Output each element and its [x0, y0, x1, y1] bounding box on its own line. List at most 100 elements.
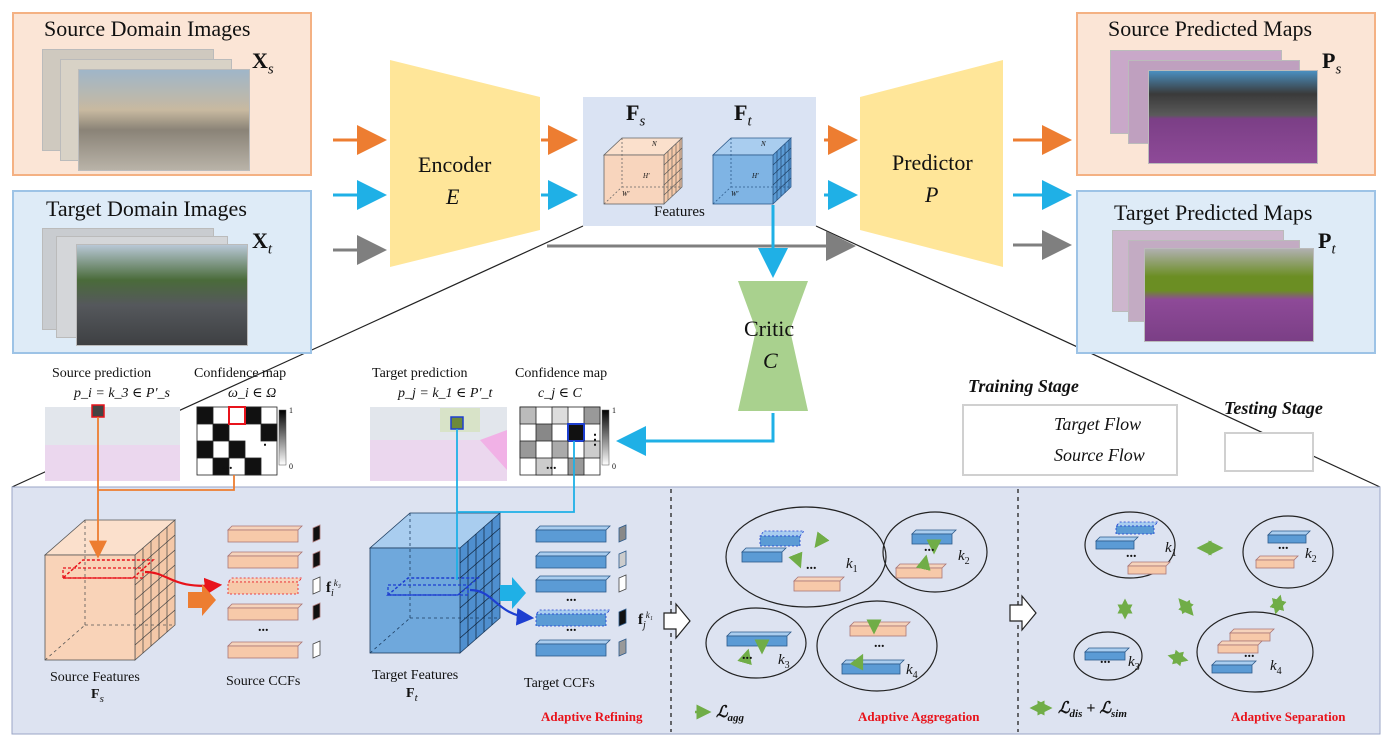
adaptive-separation-label: Adaptive Separation	[1231, 709, 1346, 724]
source-grid-vdots: ⋮	[258, 433, 272, 448]
target-maps-symbol: Pt	[1318, 228, 1336, 258]
source-ccfs	[227, 524, 321, 659]
agg-ellipsis-4: ...	[874, 636, 885, 651]
target-colorbar-bottom: 0	[612, 462, 616, 471]
critic-symbol: C	[763, 348, 778, 373]
loss-agg: ℒagg	[716, 704, 745, 725]
legend-training-box	[962, 404, 1178, 476]
source-red-curve	[144, 570, 223, 596]
predictor-label: Predictor	[892, 150, 973, 175]
agg-ellipsis-2: ...	[924, 540, 935, 555]
source-ccfs-ellipsis: ...	[258, 620, 269, 635]
target-images-symbol: Xt	[252, 228, 273, 258]
target-ccfs-label: Target CCFs	[524, 676, 595, 691]
legend-target-flow: Target Flow	[1054, 414, 1142, 434]
agg-k3: k3	[778, 652, 790, 671]
sep-k2: k2	[1305, 546, 1317, 565]
target-ccfs-ellipsis-2: ...	[566, 620, 577, 635]
ft-cube-w: W'	[731, 190, 739, 198]
source-fat-arrow	[188, 584, 216, 616]
agg-k4: k4	[906, 662, 918, 681]
adaptive-refining-label: Adaptive Refining	[541, 709, 643, 724]
target-fat-arrow	[500, 577, 526, 609]
separation-green-arrows	[1117, 540, 1287, 667]
target-confidence-label: Confidence map	[515, 366, 608, 381]
ft-label: Ft	[734, 100, 752, 130]
target-maps-title: Target Predicted Maps	[1114, 200, 1313, 225]
source-grid-ellipsis: ...	[222, 458, 233, 473]
adaptive-aggregation-label: Adaptive Aggregation	[858, 709, 980, 724]
encoder-label: Encoder	[418, 152, 492, 177]
agg-ellipsis-1: ...	[806, 558, 817, 573]
target-conf-to-cube	[457, 441, 575, 513]
source-colorbar-top: 1	[289, 406, 293, 415]
target-colorbar-top: 1	[612, 406, 616, 415]
agg-k1: k1	[846, 556, 858, 575]
source-images-panel: Source Domain Images Xs	[12, 12, 312, 176]
target-ccf-symbol: fjk₁	[638, 610, 653, 631]
agg-ellipsis-3: ...	[742, 648, 753, 663]
target-colorbar	[601, 409, 610, 466]
source-feature-cube	[43, 519, 177, 661]
target-feature-cube	[368, 512, 502, 654]
encoder-shape	[390, 60, 540, 267]
source-prediction-label: Source prediction	[52, 366, 152, 381]
fs-label: Fs	[626, 100, 646, 130]
ft-cube-n: N	[761, 140, 766, 148]
fs-cube-h: H'	[643, 172, 650, 180]
fs-cube-w: W'	[622, 190, 630, 198]
source-maps-symbol: Ps	[1322, 48, 1342, 78]
sep-ellipsis-3: ...	[1100, 652, 1111, 667]
target-maps-panel: Target Predicted Maps Pt	[1076, 190, 1376, 354]
target-grid-vdots: ⋮	[588, 433, 602, 448]
target-prediction-image	[370, 407, 507, 481]
source-ccfs-label: Source CCFs	[226, 674, 301, 689]
ft-cube	[711, 137, 793, 205]
sep-k1: k1	[1165, 540, 1177, 559]
source-features-symbol: Fs	[91, 687, 104, 705]
sep-k3: k3	[1128, 654, 1140, 673]
encoder-symbol: E	[446, 184, 460, 209]
aggregation-green-arrows	[737, 531, 942, 671]
source-confidence-grid	[196, 406, 278, 476]
source-features-label: Source Features	[50, 670, 140, 685]
source-maps-panel: Source Predicted Maps Ps	[1076, 12, 1376, 176]
legend-training-stage: Training Stage	[968, 376, 1079, 396]
source-images-title: Source Domain Images	[44, 16, 251, 41]
features-label: Features	[654, 204, 705, 220]
loss-sep: ℒdis + ℒsim	[1058, 700, 1127, 721]
source-images-symbol: Xs	[252, 48, 274, 78]
target-ccfs-ellipsis-1: ...	[566, 590, 577, 605]
hollow-arrow-2	[1009, 594, 1037, 632]
aggregation-clusters	[705, 506, 988, 692]
predictor-shape	[860, 60, 1003, 267]
target-blue-curve	[469, 588, 535, 626]
sep-ellipsis-4: ...	[1244, 646, 1255, 661]
bottom-panel	[11, 486, 1381, 735]
target-prediction-label: Target prediction	[372, 366, 468, 381]
legend-testing-stage: Testing Stage	[1224, 398, 1323, 418]
source-ccf-symbol: fik₃	[326, 578, 341, 599]
target-images-title: Target Domain Images	[46, 196, 247, 221]
separation-features	[1084, 521, 1311, 674]
ft-cube-h: H'	[752, 172, 759, 180]
source-colorbar	[278, 409, 287, 466]
fs-cube	[602, 137, 684, 205]
agg-k2: k2	[958, 548, 970, 567]
sep-ellipsis-2: ...	[1278, 538, 1289, 553]
target-confidence-eq: c_j ∈ C	[538, 386, 582, 401]
source-prediction-eq: p_i = k_3 ∈ P'_s	[74, 386, 170, 401]
critic-to-confidence	[616, 413, 775, 456]
fs-cube-n: N	[652, 140, 657, 148]
source-confidence-eq: ω_i ∈ Ω	[228, 386, 277, 401]
target-confidence-grid	[519, 406, 601, 476]
target-grid-ellipsis: ...	[546, 458, 557, 473]
source-prediction-image	[45, 404, 180, 481]
critic-label: Critic	[744, 316, 795, 341]
legend-testing-box	[1224, 432, 1314, 472]
source-confidence-label: Confidence map	[194, 366, 287, 381]
source-maps-title: Source Predicted Maps	[1108, 16, 1313, 41]
sep-k4: k4	[1270, 658, 1282, 677]
target-prediction-eq: p_j = k_1 ∈ P'_t	[398, 386, 493, 401]
